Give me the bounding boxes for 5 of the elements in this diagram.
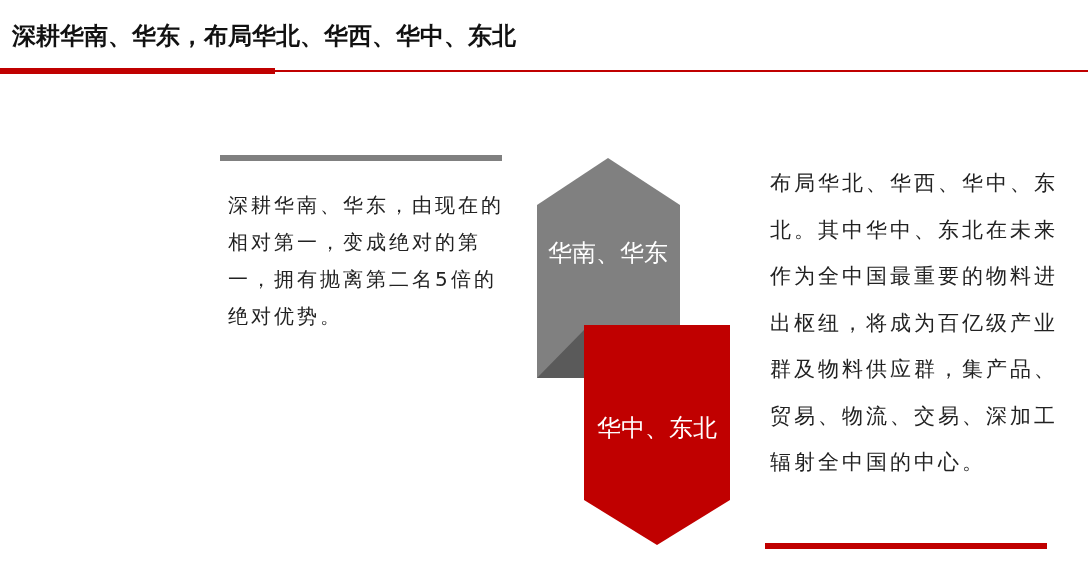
description-text: 布局华北、华西、华中、东北。其中华中、东北在未来作为全中国最重要的物料进出枢纽，将成为百亿级产业群及物料供应群，集产品、贸易、物流、交易、深加工辐射全中国的中心。	[770, 170, 1059, 476]
title: 深耕华南、华东，布局华北、华西、华中、东北	[12, 21, 516, 52]
shape-label: 华南、华东	[548, 238, 668, 269]
shape-label: 华中、东北	[597, 413, 717, 444]
description-text: 深耕华南、华东，由现在的相对第一，变成绝对的第一，拥有抛离第二名5倍的绝对优势。	[228, 192, 504, 330]
